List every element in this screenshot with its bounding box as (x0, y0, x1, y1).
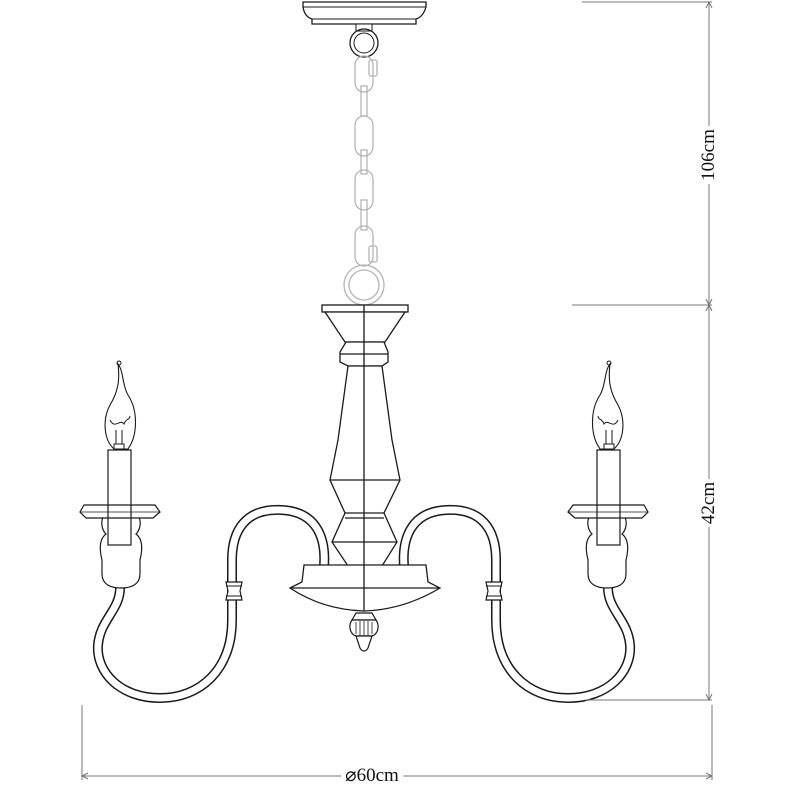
chain (343, 55, 385, 306)
left-arm (80, 361, 324, 698)
chain-height-label: 106cm (698, 126, 719, 184)
finial (349, 612, 379, 652)
ceiling-canopy (302, 1, 427, 58)
dimension-lines (80, 0, 714, 780)
central-column (321, 304, 409, 567)
bowl (288, 305, 442, 612)
right-arm (404, 361, 648, 698)
diameter-label: ⌀60cm (341, 766, 403, 786)
body-height-label: 42cm (698, 478, 719, 528)
